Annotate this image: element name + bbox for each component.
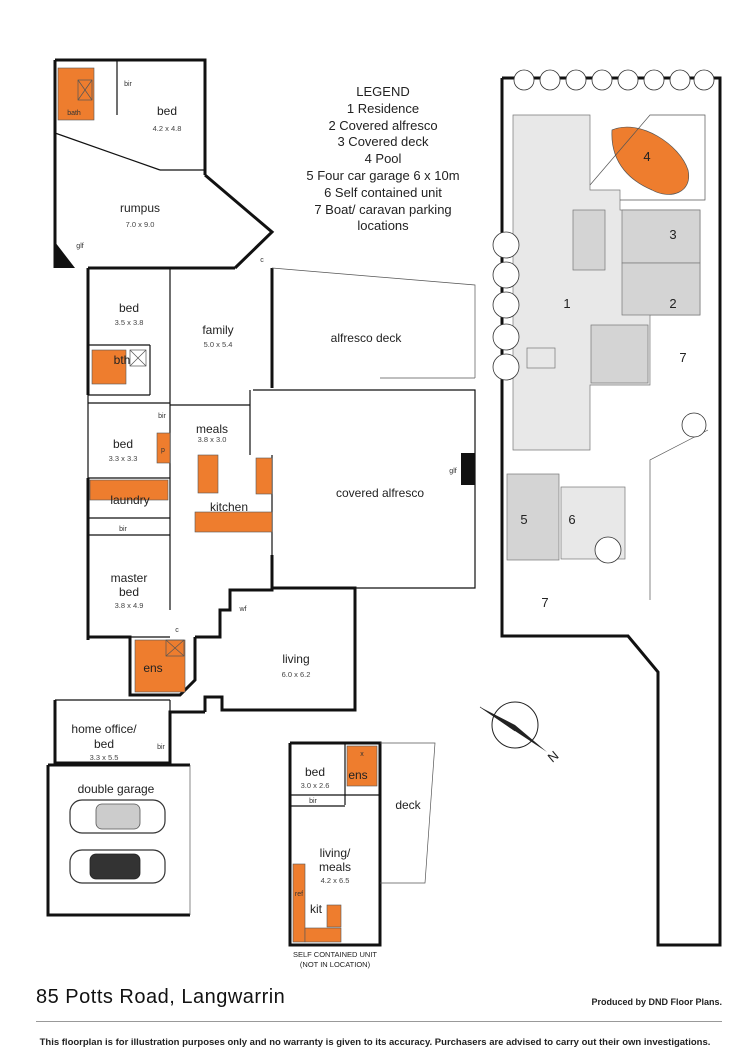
pool-shape (611, 126, 690, 195)
site-label: 5 (520, 512, 527, 527)
room-name: master (111, 571, 148, 585)
legend-item: 6 Self contained unit (324, 185, 442, 200)
legend-item: 4 Pool (365, 151, 402, 166)
legend: LEGEND 1 Residence 2 Covered alfresco 3 … (306, 84, 459, 233)
site-label: 3 (669, 227, 676, 242)
unit-caption: (NOT IN LOCATION) (300, 960, 371, 969)
room-name: ens (348, 768, 367, 782)
room-name: bth (114, 353, 131, 367)
pantry (156, 432, 171, 464)
north-arrow-icon: N (479, 701, 562, 766)
room-name: meals (319, 860, 351, 874)
room-name: glf (449, 468, 456, 475)
room-name: bed (305, 765, 325, 779)
room-name: kitchen (210, 500, 248, 514)
room-name: wf (239, 606, 247, 613)
room-name: bir (124, 81, 132, 88)
gas-log-fire-alfresco (461, 453, 475, 485)
room-name: family (202, 323, 233, 337)
room-name: bath (67, 110, 81, 117)
legend-title: LEGEND (356, 84, 409, 99)
tree-icon (492, 69, 715, 564)
room-dims: 3.3 x 5.5 (90, 753, 119, 762)
room-name: p (161, 447, 165, 454)
unit-caption: SELF CONTAINED UNIT (293, 950, 377, 959)
legend-item: 2 Covered alfresco (328, 118, 437, 133)
room-name: home office/ (71, 722, 137, 736)
room-name: laundry (110, 493, 149, 507)
site-label: 4 (643, 149, 650, 164)
room-name: bir (157, 744, 165, 751)
room-name: ens (143, 661, 162, 675)
room-name: living (282, 652, 309, 666)
kitchen-side-bench (255, 457, 273, 495)
room-dims: 3.3 x 3.3 (109, 454, 138, 463)
room-dims: 6.0 x 6.2 (282, 670, 311, 679)
room-name: c (260, 257, 264, 264)
site-label: 7 (541, 595, 548, 610)
disclaimer: This floorplan is for illustration purpo… (39, 1037, 711, 1048)
producer-credit: Produced by DND Floor Plans. (591, 997, 722, 1007)
room-name: x (360, 751, 364, 758)
room-name: rumpus (120, 201, 160, 215)
ensuite-1 (134, 639, 186, 693)
room-name: kit (310, 902, 323, 916)
room-dims: 3.8 x 3.0 (198, 435, 227, 444)
room-name: meals (196, 422, 228, 436)
room-name: bed (113, 437, 133, 451)
self-contained-unit (288, 741, 436, 947)
room-name: covered alfresco (336, 486, 424, 500)
kitchen-island (197, 454, 219, 494)
site-label: 6 (568, 512, 575, 527)
room-dims: 3.5 x 3.8 (115, 318, 144, 327)
property-address: 85 Potts Road, Langwarrin (36, 986, 286, 1008)
legend-item: 1 Residence (347, 101, 419, 116)
room-name: bir (309, 798, 317, 805)
site-label: 2 (669, 296, 676, 311)
car-icon (69, 849, 166, 884)
room-name: alfresco deck (331, 331, 403, 345)
room-name: bed (94, 737, 114, 751)
room-name: bir (158, 413, 166, 420)
room-name: glf (76, 243, 83, 250)
north-label: N (545, 748, 562, 766)
room-name: living/ (320, 846, 351, 860)
legend-item: 5 Four car garage 6 x 10m (306, 168, 459, 183)
room-dims: 5.0 x 5.4 (204, 340, 233, 349)
room-dims: 4.2 x 6.5 (321, 876, 350, 885)
main-residence (46, 58, 476, 917)
legend-item: 3 Covered deck (337, 134, 429, 149)
room-dims: 3.0 x 2.6 (301, 781, 330, 790)
room-dims: 7.0 x 9.0 (126, 220, 155, 229)
room-name: bed (119, 301, 139, 315)
site-plan (500, 76, 722, 947)
room-name: bed (157, 104, 177, 118)
room-name: bed (119, 585, 139, 599)
laundry-bench (89, 479, 169, 501)
car-icon (69, 799, 166, 834)
legend-item: locations (357, 218, 409, 233)
bathroom-bth (91, 349, 127, 385)
room-name: ref (295, 891, 303, 898)
kitchen-bench (194, 511, 273, 533)
room-dims: 4.2 x 4.8 (153, 124, 182, 133)
room-name: deck (395, 798, 421, 812)
site-label: 7 (679, 350, 686, 365)
room-dims: 3.8 x 4.9 (115, 601, 144, 610)
legend-item: 7 Boat/ caravan parking (314, 202, 451, 217)
room-name: c (175, 627, 179, 634)
room-name: double garage (78, 782, 155, 796)
footer-divider (36, 1021, 722, 1022)
room-name: bir (119, 526, 127, 533)
site-label: 1 (563, 296, 570, 311)
gas-log-fire (55, 242, 75, 268)
